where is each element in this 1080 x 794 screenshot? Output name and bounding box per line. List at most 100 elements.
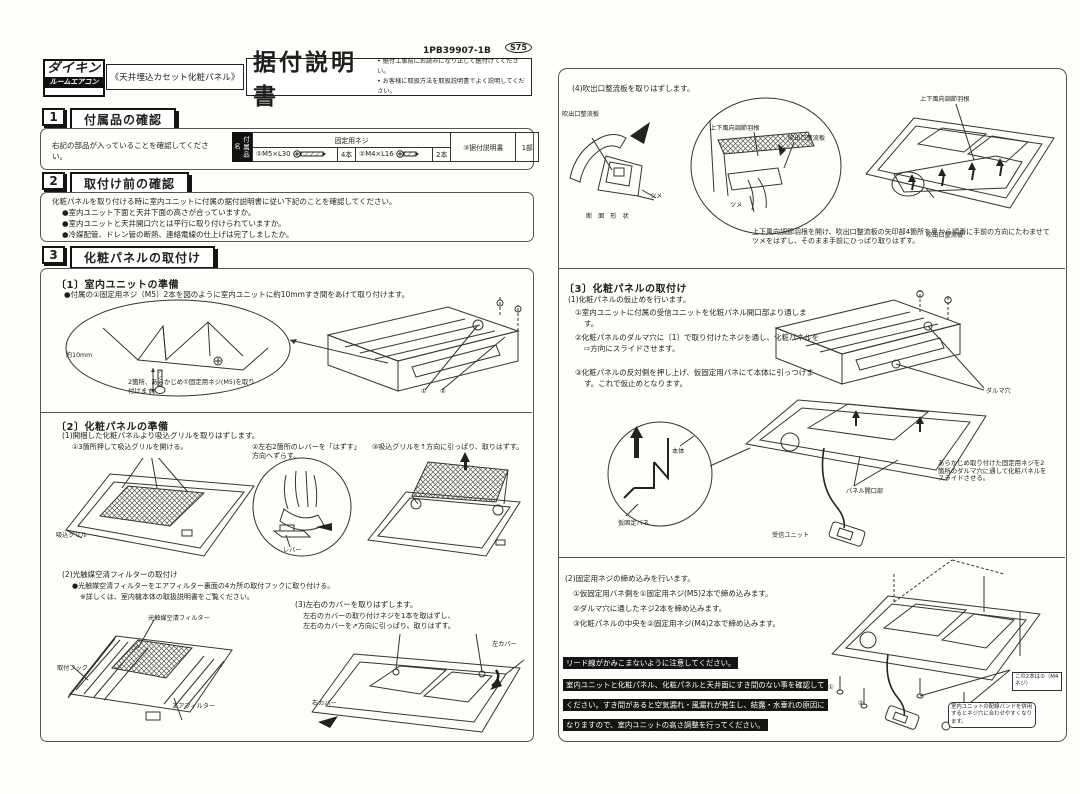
band-callout: 室内ユニットの配線バンドを併用するとネジ穴に合わせやすくなります。	[948, 702, 1036, 728]
right-cover-label: 右カバー	[312, 700, 337, 707]
lever-label: レバー	[283, 547, 302, 554]
diagram-grille-removed	[358, 452, 530, 564]
step4-body: 上下風向調節羽根を開け、吹出口整流板の矢印部4箇所を奥から順番に手前の方向にたわ…	[752, 228, 1050, 246]
air-filter-label: エアフィルター	[172, 703, 216, 710]
section2-bullet-1: ●室内ユニット下面と天井下面の高さが合っていますか。	[62, 208, 256, 217]
section3-title: 化粧パネルの取付け	[70, 246, 216, 269]
louver-label-1: 上下風向調節羽根	[710, 125, 760, 132]
tighten-b: ②ダルマ穴に通したネジ2本を締め込みます。	[573, 604, 727, 613]
page2-box	[558, 68, 1067, 742]
screw-icon	[293, 150, 326, 158]
section2-bullet-3: ●冷媒配管、ドレン管の断熱、連絡電線の仕上げは完了しましたか。	[62, 230, 294, 239]
tighten-c: ③化粧パネルの中央を②固定用ネジ(M4)2本で締め込みます。	[573, 619, 781, 628]
diagram-unit-prep-detail	[58, 298, 298, 408]
spring-label: 仮固定バネ	[618, 520, 649, 527]
accessory-item2: ②M4×L16	[355, 146, 434, 162]
warning-block: リード線がかみこまないように注意してください。 室内ユニットと化粧パネル、化粧パ…	[563, 650, 828, 733]
usage-note-1: • 据付工事前にお読みになり正しく据付けてください。	[377, 58, 519, 76]
section2-header: 2 取付け前の確認	[42, 172, 190, 195]
attach-step1c: ③化粧パネルの反対側を押し上げ、仮固定用バネにて本体に引っつけます。これで仮止め…	[575, 368, 814, 388]
attach-step1b: ②化粧パネルのダルマ穴に〔1〕で取り付けたネジを通し、化粧パネルを⇨方向にスライ…	[575, 333, 819, 353]
section2-title: 取付け前の確認	[70, 172, 190, 195]
xsection-caption: 断 面 形 状	[586, 213, 631, 220]
grille-label: 吸込グリル	[56, 532, 87, 539]
diagram-unit-prep-iso	[300, 295, 532, 407]
prep1-caption: 2箇所、あらかじめ①固定用ネジ(M5)を取り付けます。	[128, 378, 255, 395]
filter-label: 光触媒空清フィルター	[148, 615, 210, 622]
prep2-step1b: ②左右2箇所のレバーを「はずす」方向へずらす。	[252, 443, 361, 461]
step4-text: (4)吹出口整流板を取りはずします。	[572, 84, 695, 93]
brand-name: ダイキン	[47, 61, 101, 76]
accessory-qty1: 4本	[336, 146, 357, 162]
left-cover-label: 左カバー	[492, 641, 517, 648]
daikin-logo: ダイキン ルームエアコン	[43, 59, 105, 97]
prep2-step1a: ①3箇所押して吸込グリルを開ける。	[72, 443, 188, 451]
prep2-step2b: ※詳しくは、室内機本体の取扱説明書をご覧ください。	[80, 593, 254, 601]
prep1-bullet: ●付属の①固定用ネジ（M5）2本を図のように室内ユニットに約10mmすき間をあけ…	[64, 290, 410, 299]
section2-box	[40, 192, 534, 242]
section2-number: 2	[42, 172, 65, 190]
screw-mark-2: ②	[858, 700, 864, 707]
prep2-step3a: 左右のカバーの取り付けネジを1本を取はずし、	[303, 612, 455, 620]
section2-intro: 化粧パネルを取り付ける時に室内ユニットに付属の据付説明書に従い下記のことを確認し…	[52, 197, 397, 206]
section1-header: 1 付属品の確認	[42, 108, 177, 131]
title-box: 据付説明書 • 据付工事前にお読みになり正しく据付けてください。 • お客様に取…	[246, 50, 532, 110]
louver-label-2: 上下風向調節羽根	[920, 96, 970, 103]
screw-icon	[396, 150, 419, 158]
doc-number: 1PB39907-1B	[423, 46, 491, 56]
tighten-step: (2)固定用ネジの締め込みを行います。	[565, 574, 695, 583]
diagram-panel-plate	[856, 104, 1061, 226]
tighten-a: ①仮固定用バネ側を①固定用ネジ(M5)2本で締め込みます。	[573, 589, 773, 598]
usage-note-2: • お客様に取扱方法を取扱説明書でよく説明してください。	[377, 78, 525, 95]
accessory-qty2: 2本	[432, 146, 452, 162]
doc-stamp: S75	[505, 42, 532, 53]
usage-notes: • 据付工事前にお読みになり正しく据付けてください。 • お客様に取扱方法を取扱…	[377, 57, 531, 97]
prep2-step3b: 左右のカバーを➚方向に引っぱり、取りはずす。	[303, 622, 455, 630]
prep1-title: 〔1〕室内ユニットの準備	[56, 280, 179, 291]
diagram-final-tighten	[824, 558, 1066, 736]
accessory-item3: ③据付説明書	[450, 132, 517, 162]
screw-mark-1: ①	[828, 684, 834, 691]
accessory-grid: 固定用ネジ ③据付説明書 1部 ①M5×L30 4本 ②M4×L16	[251, 132, 540, 162]
product-name: 《天井埋込カセット化粧パネル》	[110, 73, 240, 83]
brand-sub: ルームエアコン	[45, 77, 103, 88]
accessory-qty3: 1部	[515, 132, 540, 162]
diagram-grille-panel	[52, 458, 267, 563]
plate-label-3: 吹出口整流板	[926, 232, 964, 239]
attach-title: 〔3〕化粧パネルの取付け	[564, 284, 687, 295]
prep2-step1: (1)開梱した化粧パネルより吸込グリルを取りはずします。	[62, 431, 260, 440]
diagram-covers	[296, 634, 534, 736]
attach-note: あらかじめ取り付けた固定用ネジを2箇所のダルマ穴に通して化粧パネルをスライドさせ…	[938, 459, 1047, 483]
page2-divider-2	[558, 557, 1065, 558]
accessory-table: 付属品名 固定用ネジ ③据付説明書 1部 ①M5×L30 4本 ②M4×L16	[232, 132, 540, 162]
screw-callout: この2本は②（M4ネジ）	[1012, 672, 1062, 691]
prep2-step2a: ●光触媒空清フィルターをエアフィルター裏面の4カ所の取付フックに取り付ける。	[72, 582, 335, 590]
claw-label-1: ツメ	[650, 193, 663, 200]
page2-divider-1	[558, 268, 1065, 269]
diagram-unit-attach-iso	[752, 286, 967, 404]
daruma-label: ダルマ穴	[986, 388, 1011, 395]
accessory-rowhead: 付属品名	[232, 132, 252, 162]
body-label: 本体	[672, 448, 685, 455]
diagram-lever-hand	[250, 455, 354, 559]
prep2-step2: (2)光触媒空清フィルターの取付け	[62, 570, 178, 579]
section3-number: 3	[42, 246, 65, 264]
opening-label: パネル開口部	[846, 488, 884, 495]
hook-label: 取付フック	[57, 665, 88, 672]
section3-divider	[40, 412, 532, 413]
diagram-filter	[54, 606, 244, 731]
doc-title: 据付説明書	[253, 50, 357, 110]
claw-label-2: ツメ	[730, 202, 743, 209]
diagram-plate-detail-circle	[688, 96, 844, 238]
plate-label-1: 吹出口整流板	[562, 111, 600, 118]
diagram-xsection	[562, 122, 672, 213]
accessory-item1: ①M5×L30	[252, 146, 338, 162]
dim-label: 約10mm	[66, 352, 93, 359]
section1-number: 1	[42, 108, 65, 126]
attach-step1: (1)化粧パネルの仮止めを行います。	[568, 295, 691, 304]
prep2-step3: (3)左右のカバーを取りはずします。	[295, 600, 418, 609]
callout-mark-2: ②	[440, 388, 446, 395]
section2-bullet-2: ●室内ユニットと天井開口穴とは平行に取り付けられていますか。	[62, 219, 286, 228]
diagram-panel-attach	[598, 408, 1048, 556]
